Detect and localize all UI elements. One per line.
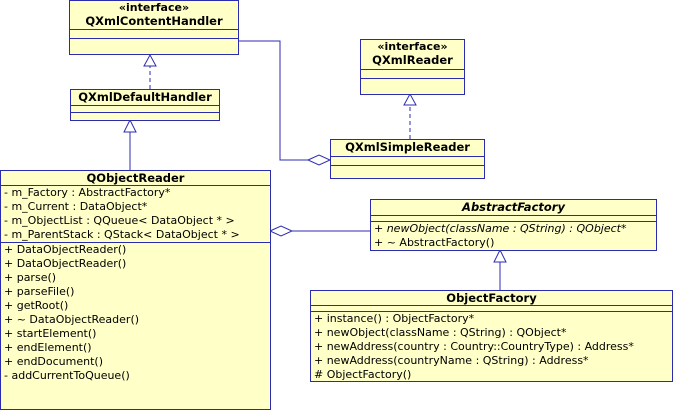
operation-parsefile: + parseFile() (4, 285, 75, 298)
aggregation-diamond-simple-reader (306, 154, 332, 166)
operation-destructor: + ~ DataObjectReader() (4, 313, 140, 326)
class-qxmlcontenthandler[interactable]: «interface» QXmlContentHandler (69, 0, 239, 55)
operation-section (71, 112, 219, 120)
attribute-section (361, 69, 464, 78)
operation-constructor: # ObjectFactory() (314, 368, 412, 381)
aggregation-line-content-handler (238, 40, 308, 161)
realization-arrowhead-xml-reader (403, 92, 417, 106)
operation-newaddress-countryname: + newAddress(countryName : QString) : Ad… (314, 354, 589, 367)
attribute-section: - m_Factory : AbstractFactory* - m_Curre… (1, 185, 270, 242)
class-name: QObjectReader (86, 171, 185, 185)
class-name: QXmlDefaultHandler (78, 90, 212, 104)
class-qxmlreader[interactable]: «interface» QXmlReader (360, 39, 465, 95)
attribute-m-objectlist: - m_ObjectList : QQueue< DataObject * > (4, 214, 235, 227)
class-name: AbstractFactory (462, 200, 565, 214)
class-qxmldefaulthandler[interactable]: QXmlDefaultHandler (70, 89, 220, 121)
operation-parse: + parse() (4, 271, 57, 284)
operation-enddocument: + endDocument() (4, 355, 104, 368)
attribute-m-factory: - m_Factory : AbstractFactory* (4, 186, 171, 199)
operation-newaddress-country: + newAddress(country : Country::CountryT… (314, 340, 634, 353)
class-objectfactory[interactable]: ObjectFactory + instance() : ObjectFacto… (310, 290, 673, 382)
operation-newobject: + newObject(className : QString) : QObje… (374, 222, 627, 235)
operation-getroot: + getRoot() (4, 299, 69, 312)
operation-section: + DataObjectReader() + DataObjectReader(… (1, 242, 270, 383)
aggregation-diamond-object-reader (268, 225, 294, 237)
attribute-section (311, 305, 672, 311)
class-qxmlsimplereader[interactable]: QXmlSimpleReader (330, 139, 485, 179)
class-name: QXmlReader (372, 53, 453, 67)
operation-section: + newObject(className : QString) : QObje… (371, 221, 656, 250)
attribute-section (371, 215, 656, 221)
operation-section (361, 78, 464, 92)
class-qobjectreader[interactable]: QObjectReader - m_Factory : AbstractFact… (0, 170, 271, 410)
attribute-section (331, 156, 484, 165)
class-name: QXmlSimpleReader (345, 140, 470, 154)
operation-dataobjectreader-2: + DataObjectReader() (4, 257, 127, 270)
realization-arrowhead-content-handler (143, 53, 157, 67)
class-name: QXmlContentHandler (85, 14, 223, 28)
inheritance-arrowhead-abstract-factory (493, 248, 507, 263)
attribute-section (70, 29, 238, 38)
operation-startelement: + startElement() (4, 327, 97, 340)
attribute-m-parentstack: - m_ParentStack : QStack< DataObject * > (4, 228, 240, 241)
attribute-m-current: - m_Current : DataObject* (4, 200, 148, 213)
operation-section (70, 38, 238, 52)
operation-endelement: + endElement() (4, 341, 92, 354)
class-abstractfactory[interactable]: AbstractFactory + newObject(className : … (370, 199, 657, 251)
class-name: ObjectFactory (446, 291, 537, 305)
operation-newobject: + newObject(className : QString) : QObje… (314, 326, 567, 339)
operation-section: + instance() : ObjectFactory* + newObjec… (311, 311, 672, 382)
attribute-section (71, 105, 219, 112)
stereotype-label: «interface» (118, 1, 190, 14)
operation-addcurrenttoqueue: - addCurrentToQueue() (4, 369, 130, 382)
operation-dataobjectreader: + DataObjectReader() (4, 243, 127, 256)
inheritance-arrowhead-default-handler (123, 118, 137, 133)
operation-instance: + instance() : ObjectFactory* (314, 312, 475, 325)
stereotype-label: «interface» (377, 40, 448, 53)
operation-destructor: + ~ AbstractFactory() (374, 236, 495, 249)
operation-section (331, 165, 484, 178)
